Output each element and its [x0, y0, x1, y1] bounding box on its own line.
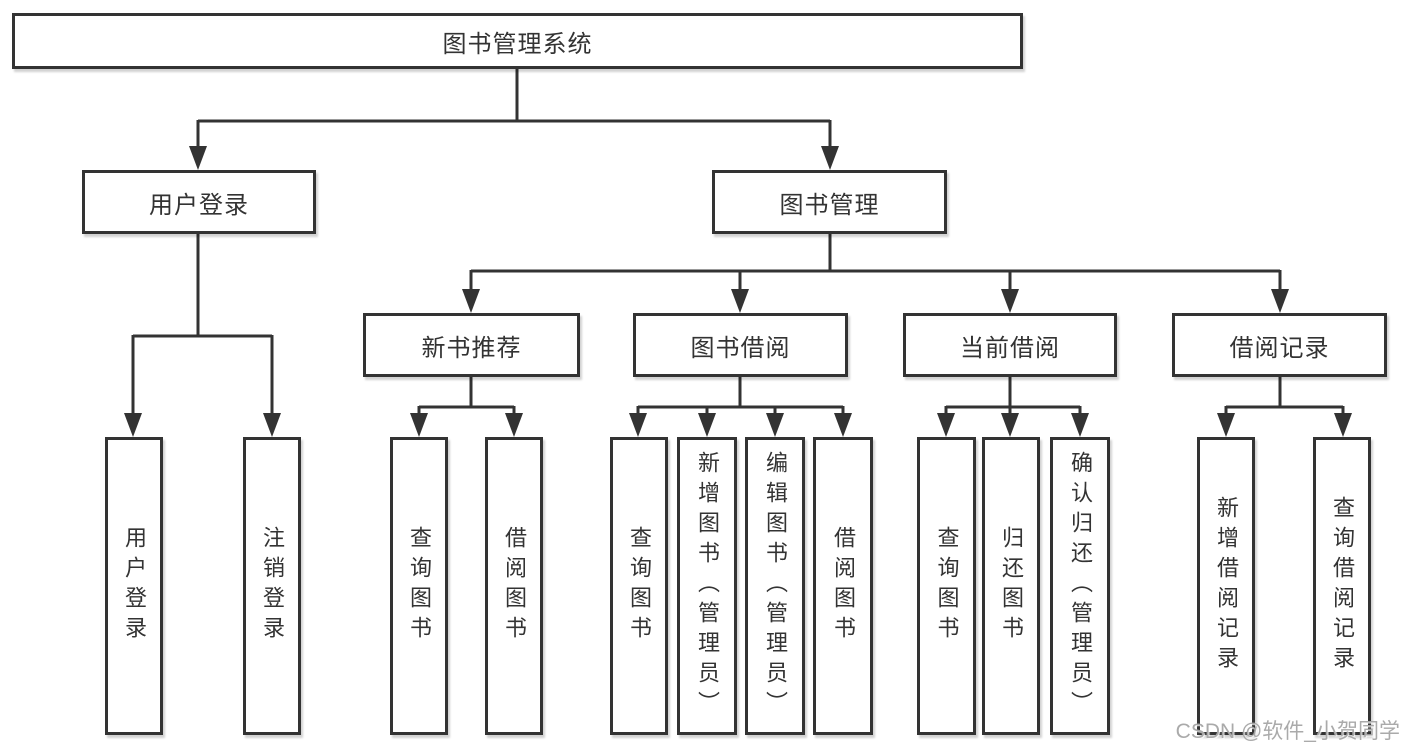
node-book-borrowing-label: 图书借阅 [690, 334, 791, 362]
node-book-borrowing: 图书借阅 [633, 313, 848, 377]
leaf-borrow-books-label: 借阅图书 [831, 526, 856, 646]
csdn-watermark: CSDN @软件_小贺同学 [1175, 720, 1400, 743]
leaf-confirm-return-admin-label: 确认归还（管理员） [1068, 451, 1093, 721]
node-current-borrowing-label: 当前借阅 [960, 334, 1060, 362]
node-borrowing-records-label: 借阅记录 [1229, 334, 1330, 362]
leaf-query-books-borrow-label: 查询图书 [627, 526, 652, 646]
leaf-confirm-return-admin: 确认归还（管理员） [1050, 437, 1110, 735]
leaf-add-borrow-record-label: 新增借阅记录 [1214, 496, 1239, 676]
node-new-book-recommend-label: 新书推荐 [421, 334, 522, 362]
node-book-management-label: 图书管理 [779, 191, 880, 219]
leaf-add-borrow-record: 新增借阅记录 [1197, 437, 1255, 735]
leaf-borrow-books: 借阅图书 [813, 437, 873, 735]
leaf-query-books-recommend-label: 查询图书 [407, 526, 432, 646]
leaf-return-book-label: 归还图书 [999, 526, 1024, 646]
leaf-query-borrow-record-label: 查询借阅记录 [1330, 496, 1355, 676]
leaf-query-books-borrow: 查询图书 [610, 437, 668, 735]
node-new-book-recommend: 新书推荐 [363, 313, 580, 377]
leaf-edit-book-admin-label: 编辑图书（管理员） [763, 451, 788, 721]
leaf-borrow-books-recommend: 借阅图书 [485, 437, 543, 735]
leaf-query-borrow-record: 查询借阅记录 [1313, 437, 1371, 735]
leaf-query-books-current-label: 查询图书 [934, 526, 960, 646]
node-root-label: 图书管理系统 [442, 30, 593, 58]
node-current-borrowing: 当前借阅 [903, 313, 1117, 377]
leaf-query-books-recommend: 查询图书 [390, 437, 448, 735]
leaf-user-login: 用户登录 [105, 437, 163, 735]
leaf-return-book: 归还图书 [982, 437, 1040, 735]
leaf-add-book-admin: 新增图书（管理员） [677, 437, 737, 735]
node-book-management: 图书管理 [712, 170, 947, 234]
node-user-login: 用户登录 [82, 170, 316, 234]
node-root: 图书管理系统 [12, 13, 1023, 69]
leaf-logout-label: 注销登录 [260, 526, 285, 646]
leaf-query-books-current: 查询图书 [917, 437, 976, 735]
leaf-add-book-admin-label: 新增图书（管理员） [695, 451, 720, 721]
node-user-login-label: 用户登录 [149, 191, 249, 219]
node-borrowing-records: 借阅记录 [1172, 313, 1387, 377]
leaf-user-login-label: 用户登录 [122, 526, 147, 646]
leaf-logout: 注销登录 [243, 437, 301, 735]
leaf-edit-book-admin: 编辑图书（管理员） [745, 437, 805, 735]
leaf-borrow-books-recommend-label: 借阅图书 [502, 526, 527, 646]
